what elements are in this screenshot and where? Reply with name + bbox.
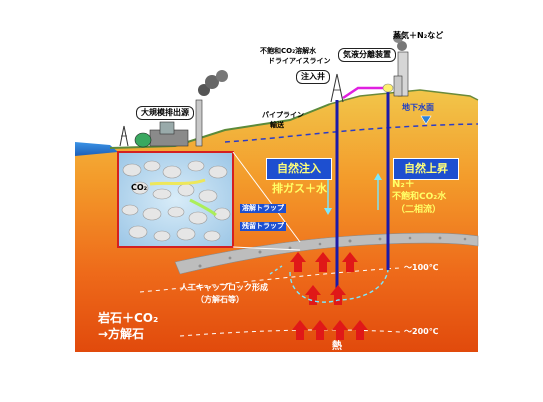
surface-line xyxy=(109,103,331,149)
isotherm-100 xyxy=(139,267,401,293)
n2-label-3: （二相流） xyxy=(396,205,442,215)
rock-inset xyxy=(117,151,234,248)
magenta-pipeline xyxy=(342,86,388,100)
steam-label: 蒸気＋N₂など xyxy=(393,31,444,40)
caprock-band xyxy=(174,232,479,275)
residual-trap-label: 残留トラップ xyxy=(240,222,286,231)
reaction-label-2: →方解石 xyxy=(98,327,145,341)
natural-injection-box: 自然注入 xyxy=(266,158,332,180)
sea xyxy=(75,142,118,156)
pipeline-label: パイプライン xyxy=(262,111,304,119)
hill xyxy=(329,89,479,105)
dissolve-line-label-2: ドライアイスライン xyxy=(268,57,331,65)
isotherm-200 xyxy=(179,329,401,337)
co2-label: CO₂ xyxy=(131,183,148,192)
emission-source-tag: 大規模排出源 xyxy=(136,106,194,120)
temp-100-label: ～100℃ xyxy=(404,263,439,272)
pipeline-label-2: 輸送 xyxy=(270,121,284,129)
flow-arrowhead-up xyxy=(374,173,382,180)
separator-tag: 気液分離装置 xyxy=(338,48,396,62)
dissolve-line-label: 不飽和CO₂溶解水 xyxy=(260,47,317,55)
groundwater-label: 地下水面 xyxy=(402,103,434,112)
heat-arrows xyxy=(290,252,368,340)
exhaust-water-label: 排ガス＋水 xyxy=(272,182,327,195)
caprock-label-1: 人工キャップロック形成 xyxy=(180,283,268,292)
injection-well-tag: 注入井 xyxy=(296,70,330,84)
flow-arrow-left xyxy=(269,265,283,275)
surface-facilities xyxy=(330,33,409,103)
structural-trap-label: 溶解トラップ xyxy=(240,204,286,213)
reaction-label-1: 岩石＋CO₂ xyxy=(98,311,159,325)
heat-label: 熱 xyxy=(332,341,342,352)
caprock-label-2: （方解石等） xyxy=(196,295,244,304)
inset-connector-bottom xyxy=(232,246,301,251)
circulation-loop xyxy=(289,269,389,303)
groundwater-marker xyxy=(420,115,432,125)
flow-arrowhead-down xyxy=(324,208,332,215)
natural-rise-box: 自然上昇 xyxy=(393,158,459,180)
emission-plant xyxy=(119,70,228,148)
inset-connector-top xyxy=(232,151,301,243)
n2-label-1: N₂＋ xyxy=(392,179,415,190)
n2-label-2: 不飽和CO₂水 xyxy=(392,192,447,202)
groundwater-line xyxy=(224,123,479,143)
temp-200-label: ～200℃ xyxy=(404,327,439,336)
